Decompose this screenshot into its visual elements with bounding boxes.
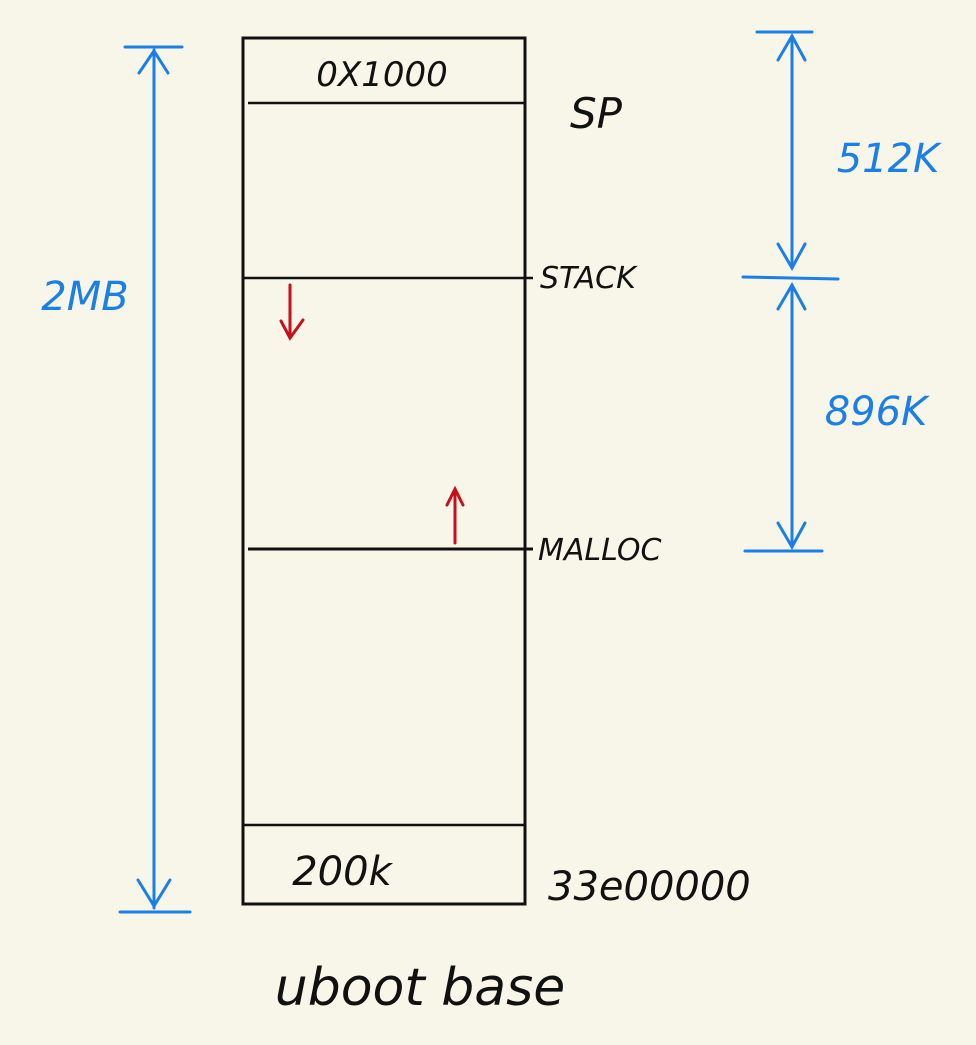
total-size-label: 2MB [41, 274, 128, 320]
stack-label: STACK [540, 261, 638, 296]
base-address-label: 33e00000 [548, 864, 751, 910]
bottom-region-label: 200k [292, 849, 393, 895]
total-size-dimension [118, 45, 192, 914]
right-dimensions [741, 30, 840, 553]
stack-growth-arrow [279, 283, 305, 341]
lower-size-label: 896K [825, 389, 930, 435]
top-region-label: 0X1000 [316, 55, 447, 95]
sp-label: SP [570, 89, 623, 138]
upper-size-label: 512K [837, 136, 942, 182]
caption: uboot base [275, 958, 565, 1018]
malloc-label: MALLOC [538, 533, 662, 568]
malloc-growth-arrow [445, 485, 465, 545]
memory-column [241, 36, 527, 906]
